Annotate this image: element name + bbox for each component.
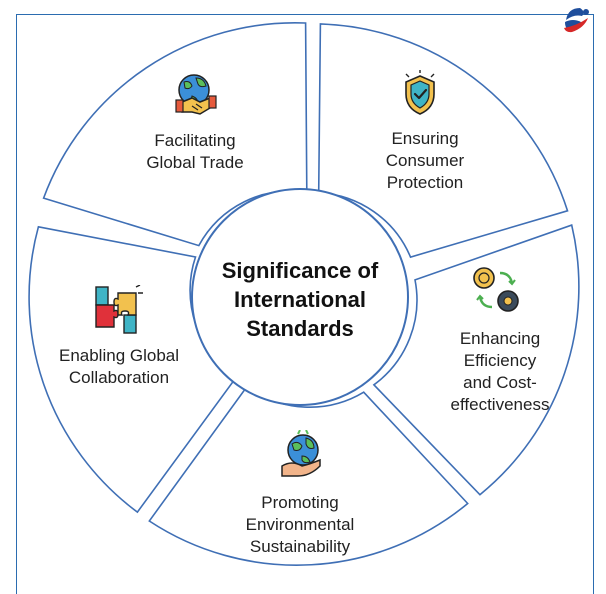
center-title-line: International xyxy=(233,287,366,312)
segment-efficiency xyxy=(372,224,580,496)
segment-label-line: Consumer xyxy=(385,151,465,170)
earth-hand-icon xyxy=(281,430,321,477)
coins-cycle-icon xyxy=(473,267,519,312)
segment-label-line: Global Trade xyxy=(146,153,244,172)
shield-check-icon xyxy=(405,70,435,115)
segment-label-collaboration: Enabling Global Collaboration xyxy=(34,345,204,389)
center-circle xyxy=(191,188,409,406)
segment-sustainability xyxy=(148,385,469,566)
segment-label-line: Ensuring xyxy=(391,129,459,148)
segment-label-line: Efficiency xyxy=(463,351,537,370)
segment-consumer-protection xyxy=(317,23,569,259)
center-title-line: Standards xyxy=(246,316,354,341)
segment-label-line: Collaboration xyxy=(68,368,170,387)
segment-label-global-trade: Facilitating Global Trade xyxy=(120,130,270,174)
segment-label-line: Environmental xyxy=(245,515,355,534)
segment-label-line: effectiveness xyxy=(450,395,550,414)
segment-label-line: Promoting xyxy=(261,493,339,512)
segment-label-line: Protection xyxy=(386,173,464,192)
center-title-line: Significance of xyxy=(221,258,379,283)
segment-label-consumer-protection: Ensuring Consumer Protection xyxy=(355,128,495,194)
segment-label-sustainability: Promoting Environmental Sustainability xyxy=(220,492,380,558)
segment-global-trade xyxy=(42,22,308,247)
segment-label-line: Enabling Global xyxy=(58,346,180,365)
brand-logo-icon xyxy=(564,8,589,33)
segment-label-line: Sustainability xyxy=(249,537,351,556)
handshake-globe-icon xyxy=(175,74,217,115)
segment-label-line: Facilitating xyxy=(154,131,236,150)
center-title: Significance of International Standards xyxy=(200,256,400,343)
outer-frame xyxy=(16,14,594,594)
segment-label-line: and Cost- xyxy=(463,373,537,392)
puzzle-hands-icon xyxy=(95,285,143,334)
segment-label-line: Enhancing xyxy=(459,329,541,348)
segment-label-efficiency: Enhancing Efficiency and Cost- effective… xyxy=(425,328,575,416)
